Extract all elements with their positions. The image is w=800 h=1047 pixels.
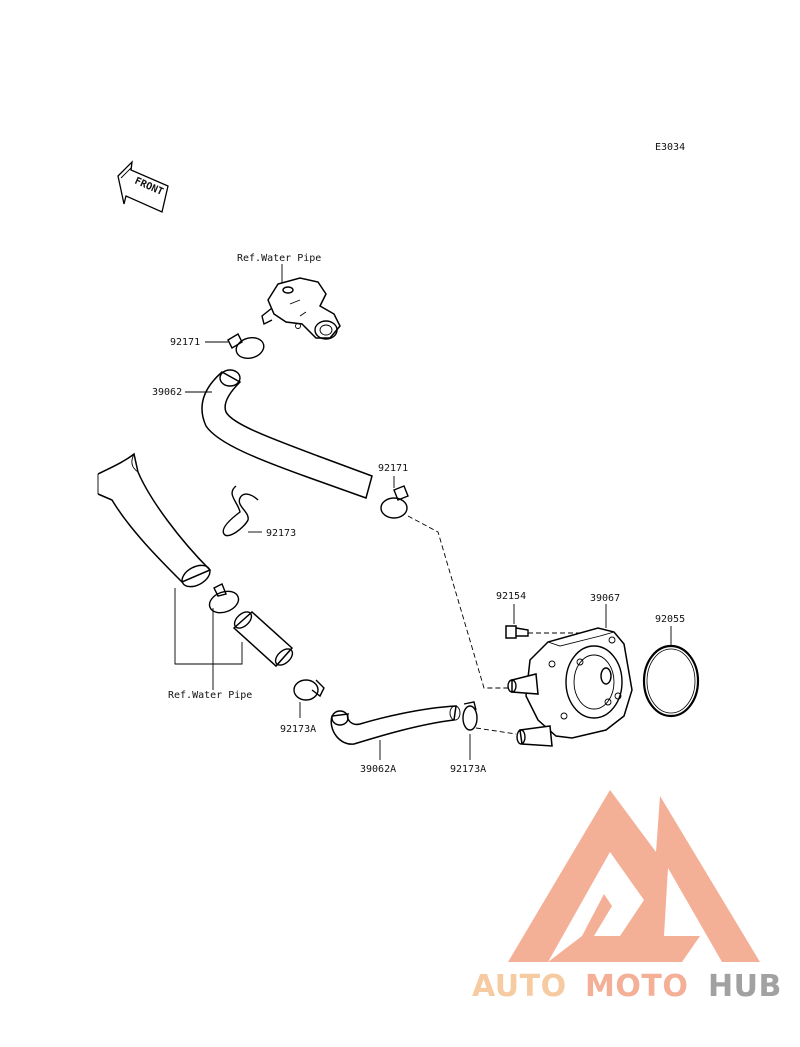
watermark-triangle-icon: [508, 790, 760, 962]
clamp-92171-upper-left: [227, 333, 265, 360]
part-92055-label: 92055: [655, 614, 685, 625]
large-water-pipe: [97, 452, 212, 588]
short-connecting-hose: [232, 610, 294, 668]
o-ring-92055: [642, 644, 700, 718]
water-pipe-fitting-top: [261, 277, 341, 340]
ref-water-pipe-top-label: Ref.Water Pipe: [237, 253, 321, 264]
front-arrow-icon: FRONT: [117, 160, 169, 213]
part-39062a-label: 39062A: [360, 764, 396, 775]
watermark-text-auto: AUTO: [472, 969, 567, 1004]
clamp-92171-upper-right: [380, 485, 409, 519]
part-92171-label-upper-left: 92171: [170, 337, 200, 348]
clamp-92173a-lower-right: [462, 701, 478, 731]
ref-water-pipe-bottom-label: Ref.Water Pipe: [168, 690, 252, 701]
clip-92173: [222, 485, 259, 537]
part-39067-label: 39067: [590, 593, 620, 604]
part-92173a-label-lower-left: 92173A: [280, 724, 316, 735]
clamp-92173a-lower-left: [293, 679, 325, 701]
diagram-code: E3034: [655, 142, 685, 153]
part-39062-label: 39062: [152, 387, 182, 398]
part-92171-label-upper-right: 92171: [378, 463, 408, 474]
clamp-large-pipe: [208, 583, 240, 614]
hose-39062-upper: [201, 369, 373, 499]
bolt-92154: [505, 625, 529, 639]
hose-39062a-lower: [330, 705, 461, 745]
watermark-text-hub: HUB: [708, 969, 782, 1004]
part-92173a-label-lower-right: 92173A: [450, 764, 486, 775]
part-92173-label: 92173: [266, 528, 296, 539]
watermark-logo: AUTO MOTO HUB: [472, 790, 782, 1004]
part-92154-label: 92154: [496, 591, 526, 602]
oil-cooler-39067: [507, 627, 633, 747]
watermark-text-moto: MOTO: [585, 969, 688, 1004]
